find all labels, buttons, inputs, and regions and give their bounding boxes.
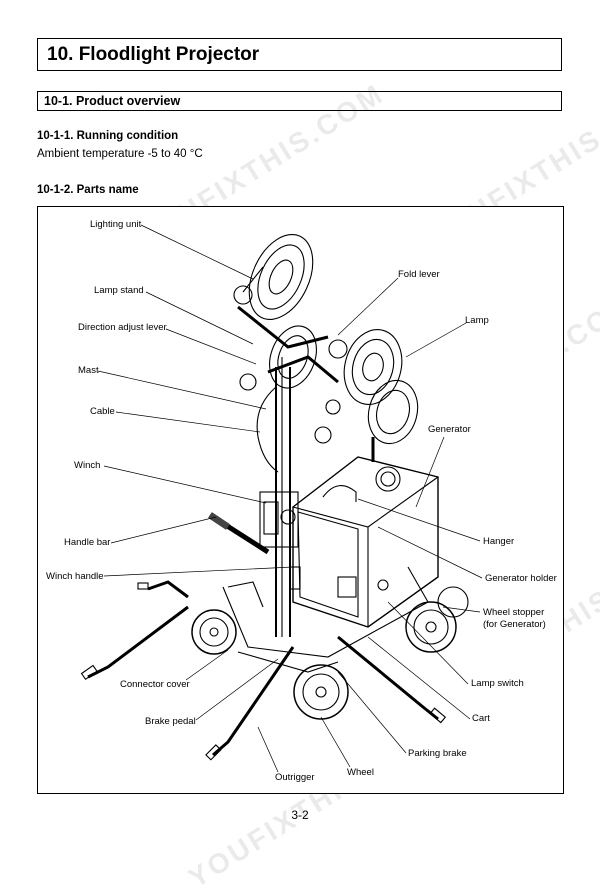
label-cable: Cable	[90, 406, 115, 417]
label-winch-handle: Winch handle	[46, 571, 104, 582]
running-condition-text: Ambient temperature -5 to 40 °C	[37, 148, 203, 160]
parts-diagram: Lighting unit Lamp stand Direction adjus…	[37, 206, 564, 794]
label-outrigger: Outrigger	[275, 772, 315, 783]
page-number: 3-2	[291, 808, 309, 822]
label-generator-holder: Generator holder	[485, 573, 557, 584]
label-hanger: Hanger	[483, 536, 515, 547]
running-condition-heading: 10-1-1. Running condition	[37, 130, 179, 142]
label-lamp-stand: Lamp stand	[94, 285, 144, 296]
label-brake-pedal: Brake pedal	[145, 716, 196, 727]
label-connector-cover: Connector cover	[120, 679, 190, 690]
label-wheel-stopper: Wheel stopper	[483, 607, 545, 618]
label-mast: Mast	[78, 365, 99, 376]
label-generator: Generator	[428, 424, 471, 435]
label-lamp: Lamp	[465, 315, 489, 326]
label-wheel: Wheel	[347, 767, 374, 778]
label-lighting-unit: Lighting unit	[90, 219, 142, 230]
label-fold-lever: Fold lever	[398, 269, 440, 280]
label-handle-bar: Handle bar	[64, 537, 111, 548]
floodlight-illustration	[80, 224, 483, 773]
label-direction-adjust-lever: Direction adjust lever	[78, 322, 167, 333]
label-cart: Cart	[472, 713, 490, 724]
parts-name-heading: 10-1-2. Parts name	[37, 184, 139, 196]
label-wheel-stopper-sub: (for Generator)	[483, 619, 546, 630]
label-lamp-switch: Lamp switch	[471, 678, 524, 689]
label-parking-brake: Parking brake	[408, 748, 467, 759]
section-heading: 10-1. Product overview	[37, 91, 562, 111]
page-title: 10. Floodlight Projector	[37, 38, 562, 71]
label-winch: Winch	[74, 460, 101, 471]
